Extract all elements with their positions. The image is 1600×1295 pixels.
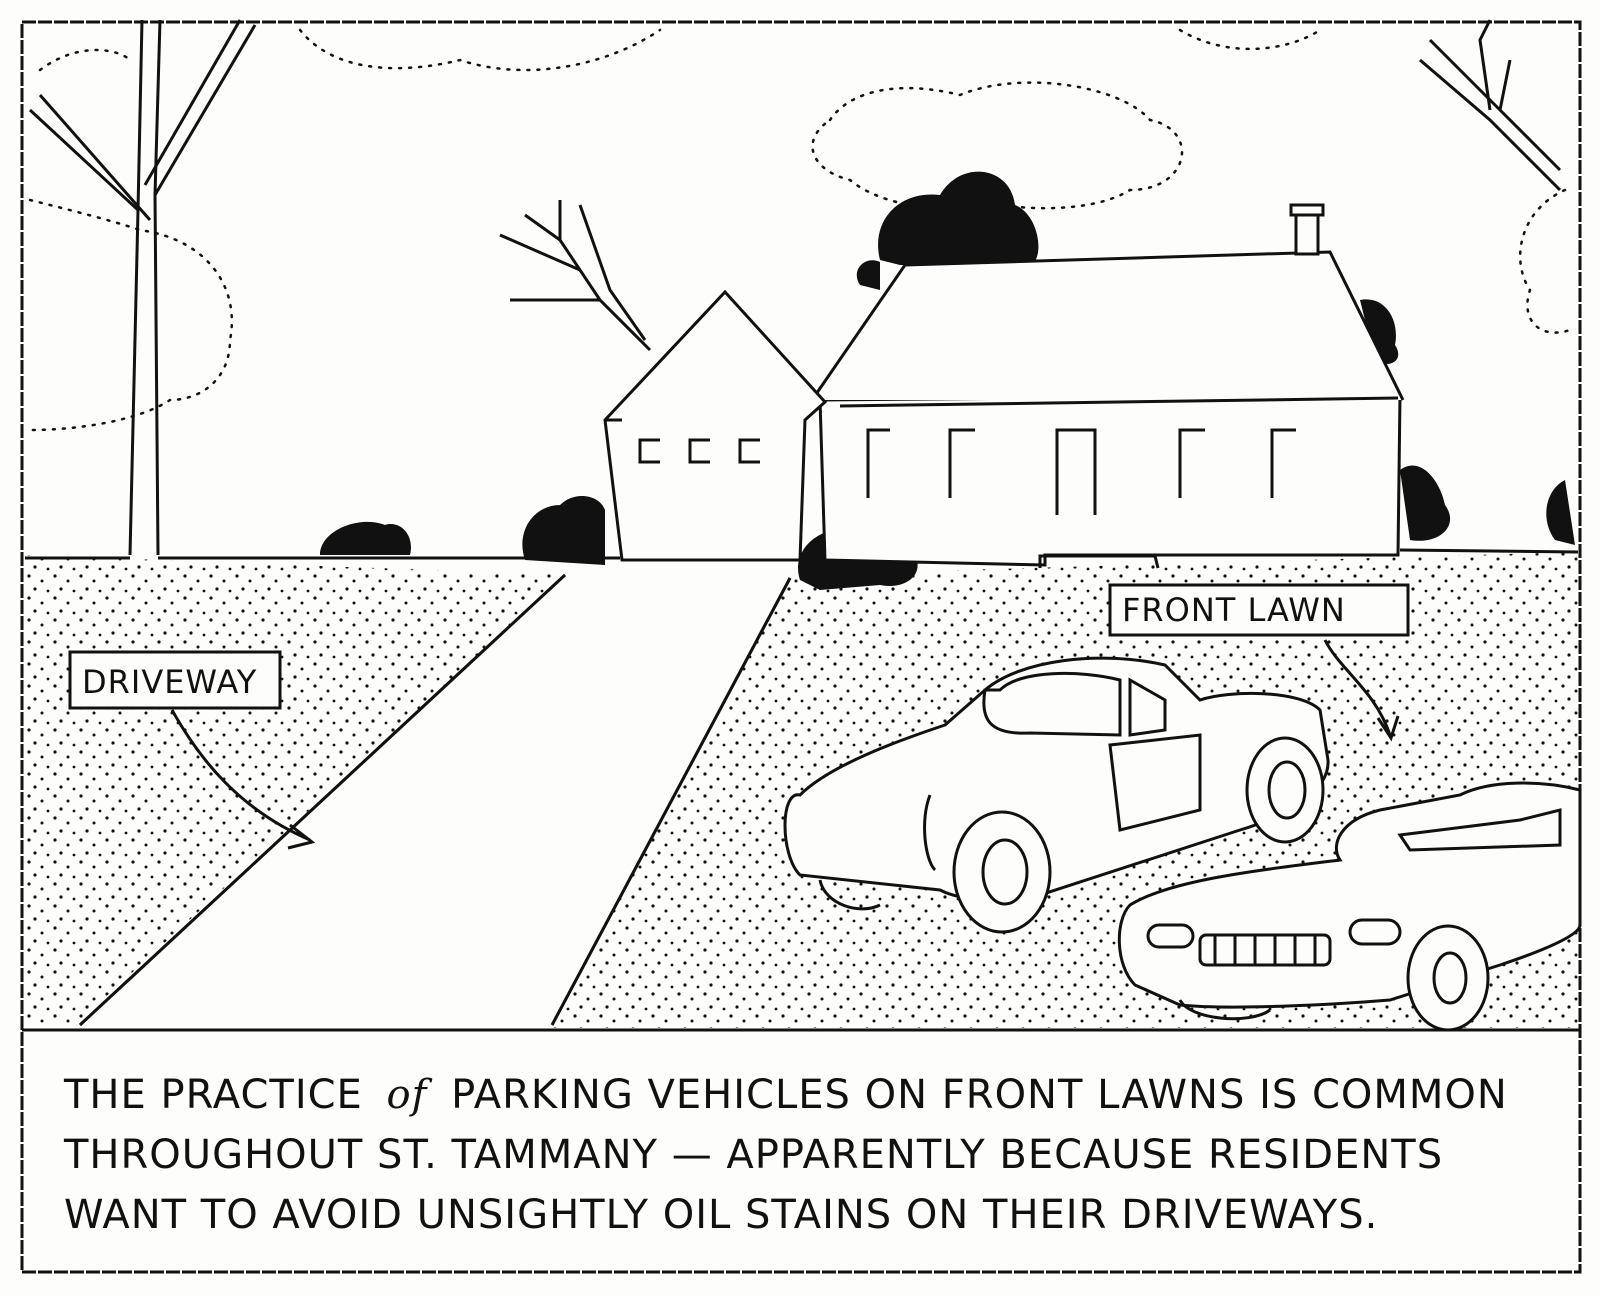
front-lawn-arrow <box>1323 639 1400 742</box>
caption-line-1: THE PRACTICE of PARKING VEHICLES ON FRON… <box>63 1072 1508 1118</box>
horizon-line <box>25 548 1579 560</box>
driveway-label-text: DRIVEWAY <box>82 663 257 701</box>
pickup-truck <box>783 656 1330 934</box>
caption: THE PRACTICE of PARKING VEHICLES ON FRON… <box>63 1072 1508 1238</box>
driveway-arrow <box>170 709 316 850</box>
panel-border <box>20 20 1582 1274</box>
caption-line-3: WANT TO AVOID UNSIGHTLY OIL STAINS ON TH… <box>64 1192 1378 1238</box>
house <box>603 203 1405 569</box>
front-lawn-label: FRONT LAWN <box>1108 583 1410 637</box>
caption-line-1-part-b: PARKING VEHICLES ON FRONT LAWNS IS COMMO… <box>451 1072 1508 1118</box>
driveway-label: DRIVEWAY <box>68 650 282 710</box>
caption-line-2: THROUGHOUT ST. TAMMANY — APPARENTLY BECA… <box>63 1132 1443 1178</box>
dotted-clouds <box>28 28 1572 432</box>
driveway-edges <box>78 573 792 1027</box>
caption-line-1-of: of <box>387 1072 433 1118</box>
caption-line-1-part-a: THE PRACTICE <box>63 1072 363 1118</box>
bare-tree-behind-garage <box>499 200 652 352</box>
driveway-surface <box>80 575 790 1025</box>
tree-right <box>1419 19 1562 192</box>
tree-left <box>28 19 257 556</box>
sedan <box>1117 781 1582 1032</box>
front-lawn-label-text: FRONT LAWN <box>1122 591 1346 629</box>
